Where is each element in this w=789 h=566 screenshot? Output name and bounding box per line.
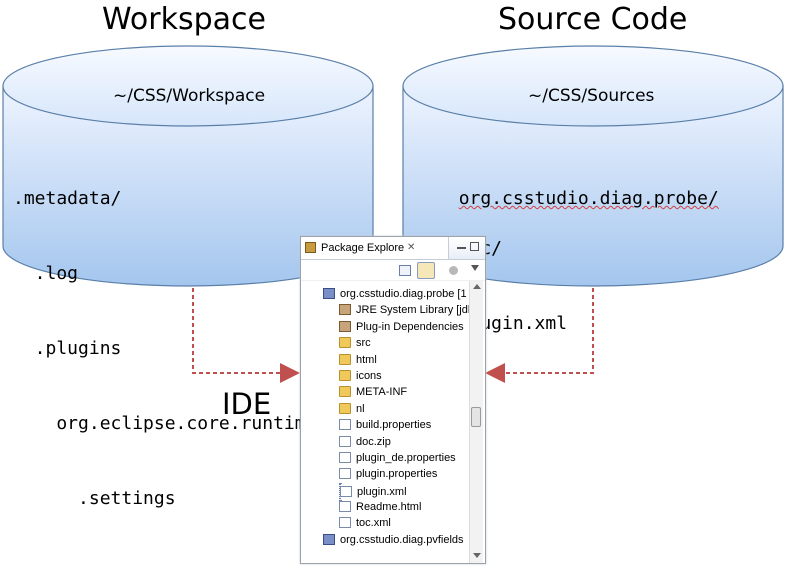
- folder-icon: [339, 354, 351, 365]
- workspace-line: .plugins: [13, 338, 122, 359]
- project-icon: [323, 534, 335, 545]
- explorer-header: Package Explore ✕: [301, 237, 485, 260]
- source-code-title: Source Code: [498, 2, 688, 37]
- file-icon: [339, 517, 351, 528]
- source-folder-icon: [339, 337, 351, 348]
- tab-label: Package Explore: [321, 242, 405, 254]
- scroll-down-icon[interactable]: [473, 553, 481, 558]
- view-menu-icon[interactable]: [449, 266, 458, 275]
- chevron-down-icon[interactable]: [471, 265, 479, 271]
- scroll-up-icon[interactable]: [473, 284, 481, 289]
- tree-item-selected[interactable]: plugin.xml: [339, 483, 407, 501]
- close-tab-icon[interactable]: ✕: [407, 242, 416, 253]
- library-icon: [339, 321, 351, 332]
- scrollbar-thumb[interactable]: [471, 407, 481, 427]
- tab-package-explorer[interactable]: Package Explore ✕: [301, 237, 449, 259]
- folder-icon: [339, 403, 351, 414]
- link-with-editor-icon[interactable]: [417, 262, 435, 279]
- file-icon: [340, 486, 352, 497]
- workspace-path: ~/CSS/Workspace: [113, 86, 266, 106]
- workspace-line: .metadata/: [13, 188, 122, 209]
- file-icon: [339, 501, 351, 512]
- vertical-scrollbar[interactable]: [469, 281, 483, 563]
- maximize-icon[interactable]: [470, 242, 479, 251]
- collapse-all-icon[interactable]: [399, 265, 411, 276]
- explorer-toolbar: [301, 260, 485, 281]
- library-icon: [339, 304, 351, 315]
- explorer-tree: org.csstudio.diag.probe [1 JRE System Li…: [301, 281, 485, 563]
- workspace-listing: .metadata/ .log .plugins org.eclipse.cor…: [13, 136, 316, 536]
- package-explorer[interactable]: Package Explore ✕ org.csstudio.diag.prob…: [300, 236, 486, 564]
- project-icon: [323, 288, 335, 299]
- sources-arrow: [485, 288, 594, 383]
- ide-label: IDE: [222, 387, 272, 421]
- workspace-line: .log: [13, 263, 79, 284]
- workspace-cylinder: [2, 45, 374, 287]
- workspace-line: .settings: [13, 488, 176, 509]
- file-icon: [339, 419, 351, 430]
- workspace-arrow: [192, 288, 300, 383]
- minimize-icon[interactable]: [457, 247, 466, 249]
- workspace-title: Workspace: [102, 2, 266, 37]
- sources-line: org.csstudio.diag.probe/: [458, 188, 719, 209]
- sources-cylinder: [402, 45, 784, 287]
- file-icon: [339, 436, 351, 447]
- folder-icon: [339, 370, 351, 381]
- file-icon: [339, 468, 351, 479]
- workspace-line: org.eclipse.core.runtime: [13, 413, 317, 434]
- folder-icon: [339, 386, 351, 397]
- sources-path: ~/CSS/Sources: [528, 86, 655, 106]
- package-explorer-icon: [305, 242, 316, 253]
- file-icon: [339, 452, 351, 463]
